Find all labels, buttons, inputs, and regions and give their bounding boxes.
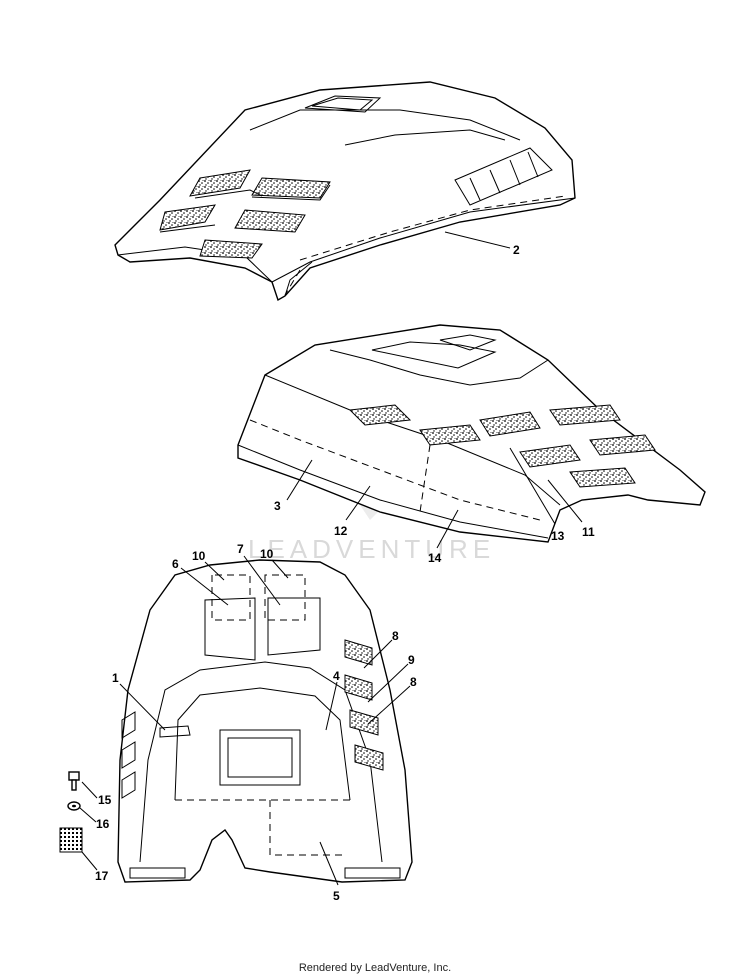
washer-part-16: 16 [67, 801, 110, 831]
callout-5-group: 5 [319, 841, 340, 903]
callout-15: 15 [98, 793, 112, 807]
callout-1-group: 1 [112, 671, 166, 731]
callout-16: 16 [96, 817, 110, 831]
callout-12-group: 12 [334, 485, 371, 538]
callout-17: 17 [95, 869, 109, 883]
callout-14: 14 [428, 551, 442, 565]
callout-8b-group: 8 [367, 675, 417, 725]
hood-side-view [237, 324, 706, 543]
callout-14-group: 14 [428, 509, 459, 565]
watermark-text: LEADVENTURE [248, 534, 495, 564]
callout-4: 4 [333, 669, 340, 683]
callout-8a-group: 8 [363, 629, 399, 669]
callout-11: 11 [582, 525, 595, 539]
callout-11-group: 11 [547, 479, 595, 539]
callout-7: 7 [237, 542, 244, 556]
callout-6-group: 6 [172, 557, 229, 606]
callout-13-group: 13 [509, 447, 565, 543]
callout-10a-group: 10 [192, 549, 225, 581]
screen-part-17: 17 [59, 827, 109, 883]
callout-1: 1 [112, 671, 119, 685]
callout-10b-group: 10 [260, 547, 289, 579]
callout-13: 13 [551, 529, 565, 543]
callout-3: 3 [274, 499, 281, 513]
callout-9-group: 9 [367, 653, 415, 703]
hood-top-view [114, 81, 576, 302]
callout-8a: 8 [392, 629, 399, 643]
callout-12: 12 [334, 524, 348, 538]
callout-8b: 8 [410, 675, 417, 689]
hood-underside-view [117, 559, 413, 883]
bolt-part-15: 15 [68, 771, 112, 807]
callout-4-group: 4 [325, 669, 340, 731]
callout-3-group: 3 [274, 459, 313, 513]
render-credit: Rendered by LeadVenture, Inc. [298, 962, 452, 974]
callout-10b: 10 [260, 547, 274, 561]
callout-5: 5 [333, 889, 340, 903]
callout-2-group: 2 [444, 231, 520, 257]
callout-2: 2 [513, 243, 520, 257]
callout-6: 6 [172, 557, 179, 571]
callout-9: 9 [408, 653, 415, 667]
callout-10a: 10 [192, 549, 206, 563]
callout-7-group: 7 [237, 542, 281, 606]
